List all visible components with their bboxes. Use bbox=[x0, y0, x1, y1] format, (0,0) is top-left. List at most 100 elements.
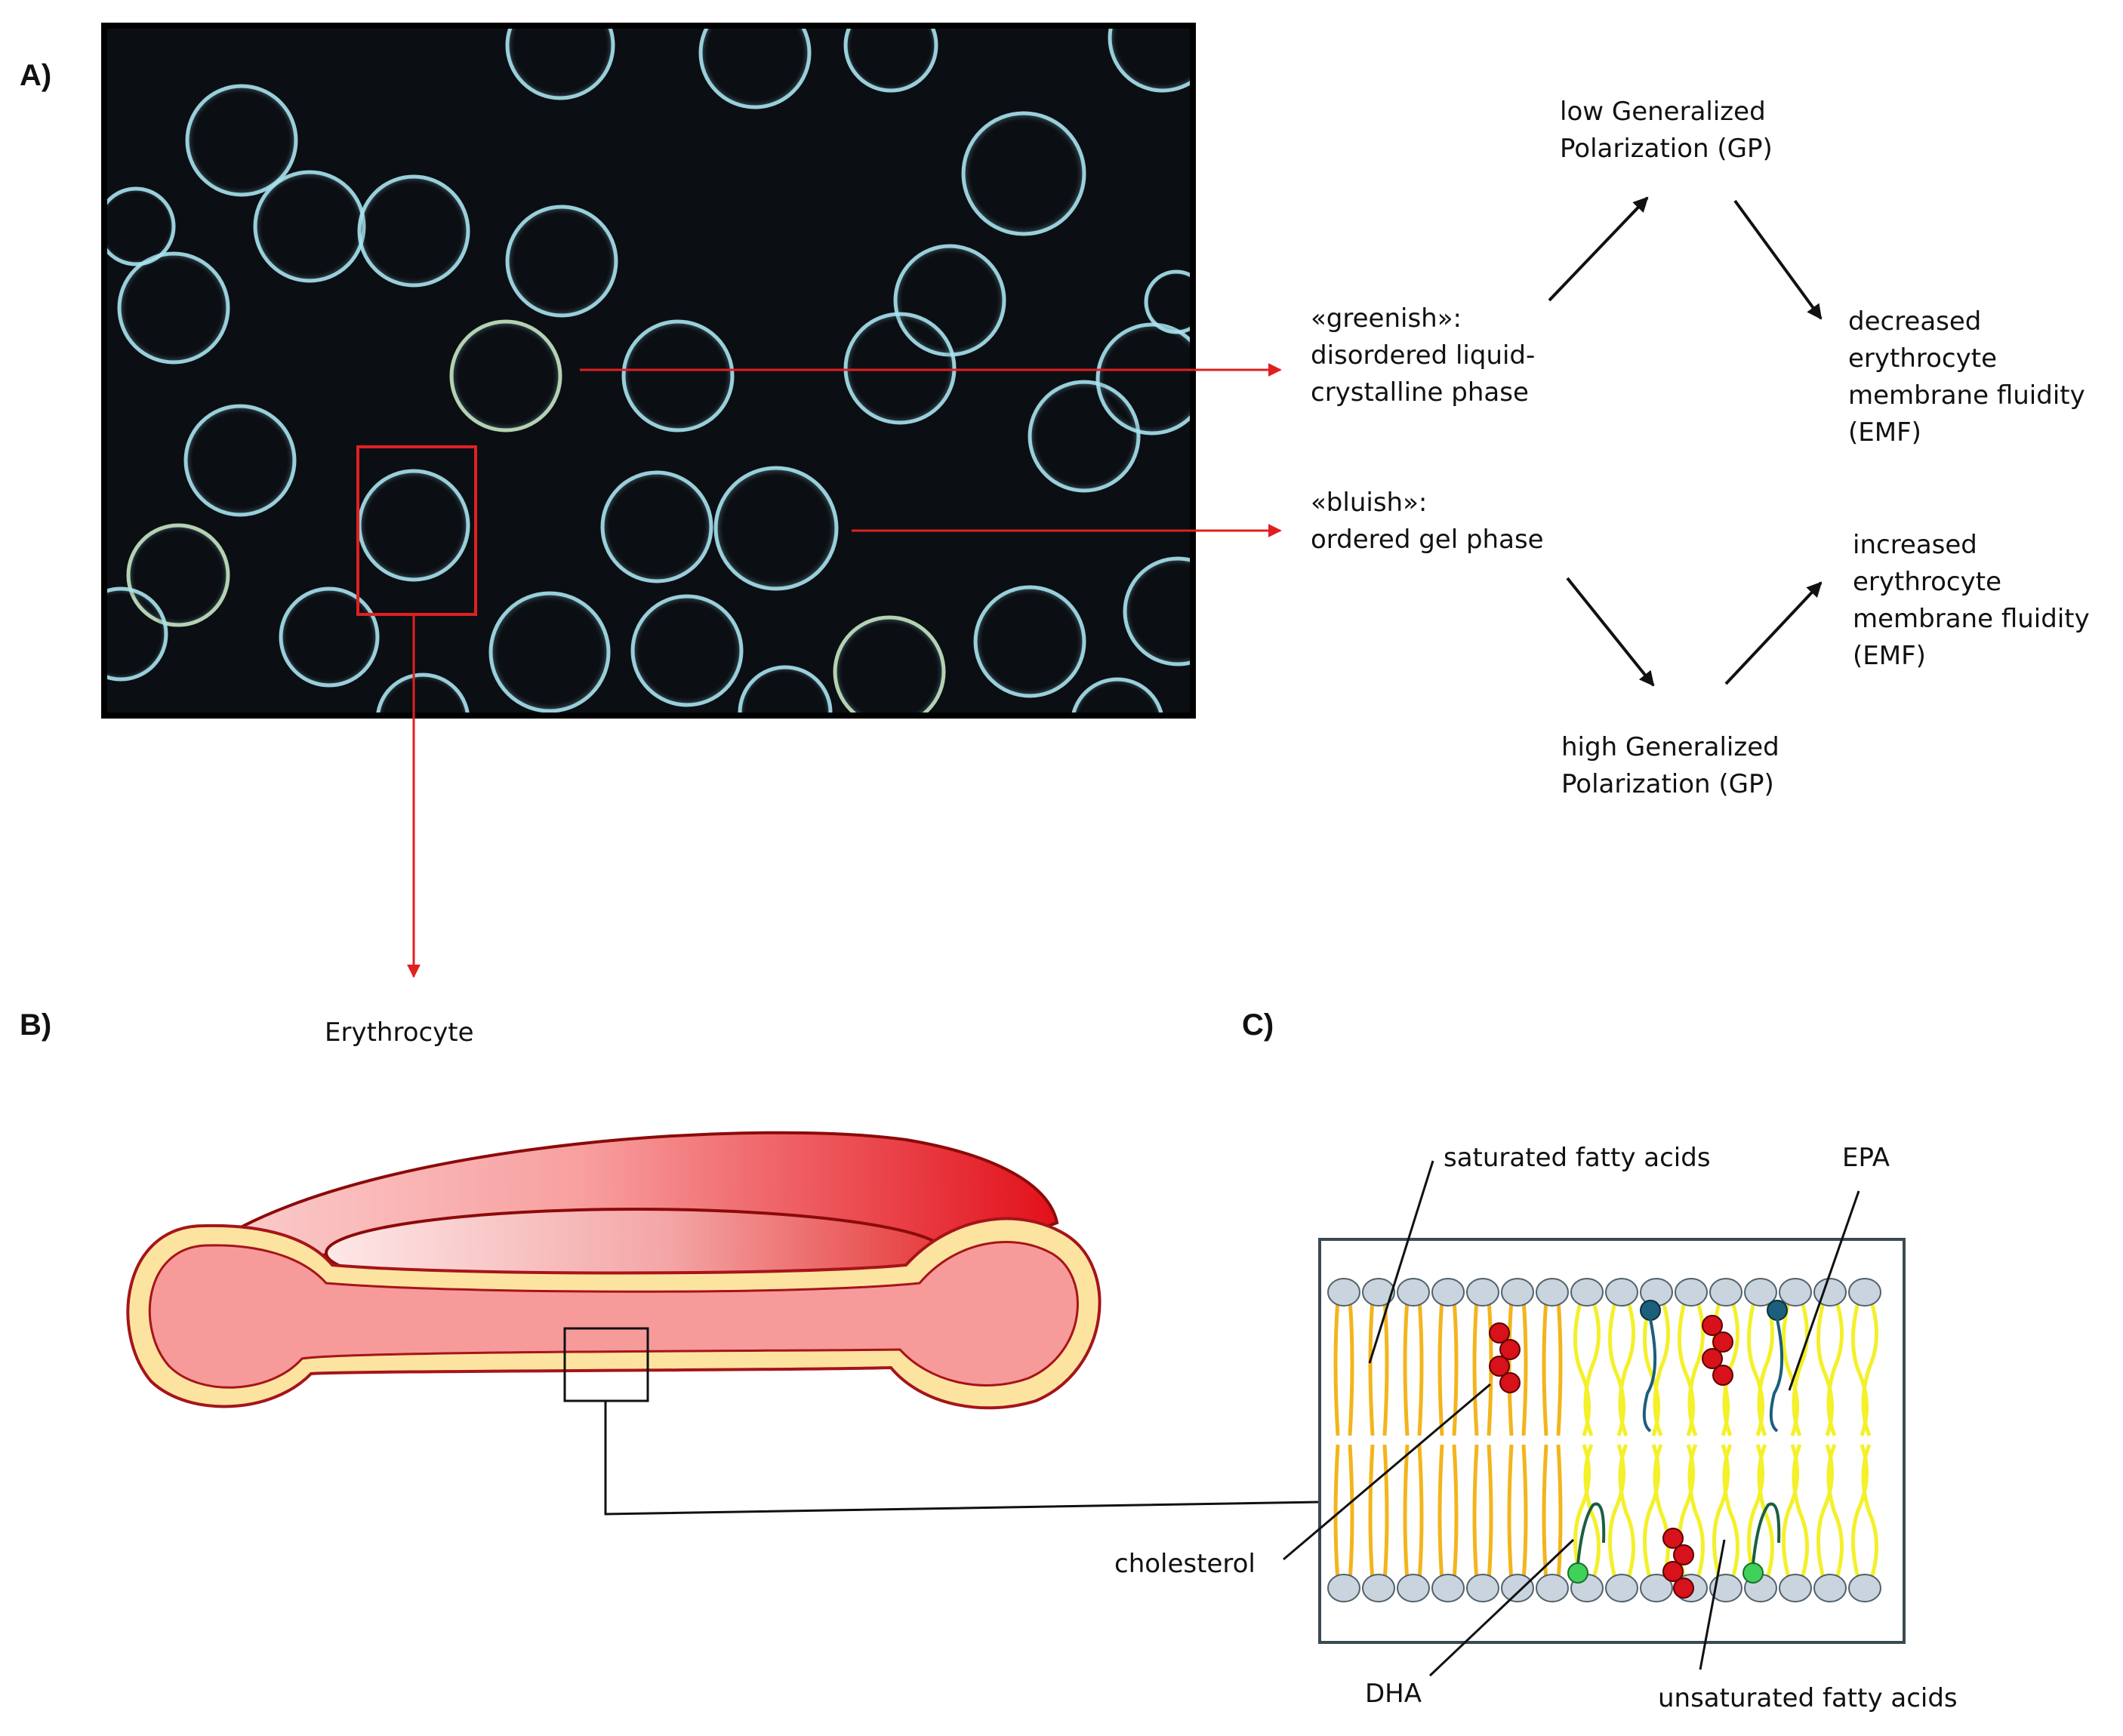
cholesterol-molecule bbox=[1489, 1356, 1510, 1377]
phospholipid-head bbox=[1431, 1574, 1465, 1602]
cell-ring bbox=[107, 186, 176, 266]
fatty-acid-tail bbox=[1722, 1299, 1739, 1436]
cell-ring bbox=[1108, 29, 1190, 93]
cell-ring bbox=[630, 594, 744, 707]
fatty-acid-tail bbox=[1607, 1444, 1625, 1581]
cell-ring bbox=[713, 466, 839, 591]
phospholipid-head bbox=[1605, 1574, 1638, 1602]
phospholipid-head bbox=[1466, 1278, 1499, 1307]
phospholipid-head bbox=[1536, 1278, 1569, 1307]
cholesterol-molecule bbox=[1499, 1372, 1521, 1393]
fatty-acid-tail bbox=[1403, 1444, 1410, 1581]
leader-saturated bbox=[1368, 1160, 1434, 1364]
fatty-acid-tail bbox=[1653, 1299, 1670, 1436]
phospholipid-head bbox=[1779, 1278, 1812, 1307]
fatty-acid-tail bbox=[1417, 1444, 1424, 1581]
label-unsaturated-fatty-acids: unsaturated fatty acids bbox=[1658, 1683, 1958, 1713]
phospholipid-head bbox=[1466, 1574, 1499, 1602]
arrow-low-gp-to-decreased bbox=[1733, 199, 1823, 320]
label-cholesterol: cholesterol bbox=[1114, 1549, 1256, 1579]
fatty-acid-tail bbox=[1781, 1444, 1799, 1581]
phospholipid-head bbox=[1327, 1278, 1360, 1307]
fatty-acid-tail bbox=[1653, 1444, 1670, 1581]
erythrocyte-illustration bbox=[126, 1131, 1102, 1410]
fatty-acid-tail bbox=[1507, 1444, 1514, 1581]
phospholipid-head bbox=[1362, 1574, 1395, 1602]
fatty-acid-tail bbox=[1573, 1444, 1591, 1581]
cell-ring bbox=[488, 591, 611, 713]
cell-ring bbox=[738, 665, 833, 713]
phospholipid-head bbox=[1813, 1574, 1847, 1602]
phospholipid-head bbox=[1501, 1278, 1534, 1307]
cytoplasm bbox=[148, 1240, 1079, 1389]
fatty-acid-tail bbox=[1452, 1299, 1459, 1436]
fatty-acid-tail bbox=[1850, 1444, 1869, 1581]
cell-ring bbox=[253, 170, 366, 283]
phospholipid-head bbox=[1397, 1278, 1430, 1307]
fatty-acid-tail bbox=[1472, 1444, 1479, 1581]
fatty-acid-tail bbox=[1826, 1444, 1844, 1581]
fatty-acid-tail bbox=[1642, 1299, 1660, 1436]
cell-ring bbox=[698, 29, 812, 109]
cholesterol-molecule bbox=[1673, 1544, 1694, 1565]
phospholipid-head bbox=[1779, 1574, 1812, 1602]
cell-ring bbox=[961, 111, 1086, 236]
membrane-bilayer bbox=[1318, 1238, 1906, 1644]
cell-ring bbox=[279, 586, 380, 688]
panel-label-b: B) bbox=[20, 1008, 52, 1042]
cell-ring bbox=[843, 29, 938, 93]
fatty-acid-tail bbox=[1850, 1299, 1869, 1436]
fatty-acid-tail bbox=[1368, 1299, 1375, 1436]
fatty-acid-tail bbox=[1618, 1444, 1635, 1581]
arrow-bluish-to-high-gp bbox=[1566, 577, 1655, 687]
cholesterol-molecule bbox=[1499, 1339, 1521, 1360]
fatty-acid-tail bbox=[1816, 1444, 1834, 1581]
fatty-acid-tail bbox=[1816, 1299, 1834, 1436]
fatty-acid-tail bbox=[1757, 1299, 1774, 1436]
fatty-acid-tail bbox=[1746, 1444, 1764, 1581]
label-high-gp: high Generalized Polarization (GP) bbox=[1561, 732, 1779, 799]
cell-ring bbox=[1144, 269, 1190, 334]
label-bluish-phase: «bluish»: ordered gel phase bbox=[1311, 488, 1544, 555]
cell-ring bbox=[357, 174, 470, 288]
cell-ring bbox=[117, 251, 230, 365]
fatty-acid-tail bbox=[1677, 1299, 1695, 1436]
dha-head bbox=[1742, 1562, 1764, 1584]
phospholipid-head bbox=[1744, 1278, 1777, 1307]
fatty-acid-tail bbox=[1792, 1299, 1809, 1436]
leader-cholesterol bbox=[1283, 1383, 1491, 1561]
arrow-high-gp-to-increased bbox=[1724, 581, 1823, 685]
cholesterol-molecule bbox=[1673, 1577, 1694, 1599]
cell-ring bbox=[843, 312, 957, 425]
cell-ring bbox=[505, 205, 618, 318]
fatty-acid-tail bbox=[1607, 1299, 1625, 1436]
cholesterol-molecule bbox=[1702, 1348, 1723, 1369]
label-increased-emf: increased erythrocyte membrane fluidity … bbox=[1853, 530, 2090, 671]
phospholipid-head bbox=[1813, 1278, 1847, 1307]
fatty-acid-tail bbox=[1542, 1299, 1548, 1436]
fatty-acid-tail bbox=[1861, 1299, 1878, 1436]
fatty-acid-tail bbox=[1368, 1444, 1375, 1581]
fatty-acid-tail bbox=[1382, 1444, 1389, 1581]
phospholipid-head bbox=[1397, 1574, 1430, 1602]
panel-label-a: A) bbox=[20, 59, 52, 92]
dha-head bbox=[1567, 1562, 1588, 1584]
cell-ring bbox=[185, 84, 298, 197]
fatty-acid-tail bbox=[1472, 1299, 1479, 1436]
cell-ring bbox=[621, 319, 735, 432]
fatty-acid-tail bbox=[1556, 1299, 1563, 1436]
cholesterol-molecule bbox=[1662, 1561, 1684, 1582]
cholesterol-molecule bbox=[1712, 1331, 1733, 1353]
cell-ring bbox=[1071, 677, 1163, 713]
cell-ring bbox=[973, 585, 1086, 698]
phospholipid-head bbox=[1431, 1278, 1465, 1307]
fatty-acid-tail bbox=[1333, 1299, 1340, 1436]
fatty-acid-tail bbox=[1573, 1299, 1591, 1436]
cell-ring bbox=[183, 404, 297, 517]
fatty-acid-tail bbox=[1583, 1299, 1601, 1436]
cholesterol-molecule bbox=[1712, 1365, 1733, 1386]
fatty-acid-tail bbox=[1487, 1444, 1493, 1581]
fatty-acid-tail bbox=[1348, 1444, 1354, 1581]
fatty-acid-tail bbox=[1417, 1299, 1424, 1436]
